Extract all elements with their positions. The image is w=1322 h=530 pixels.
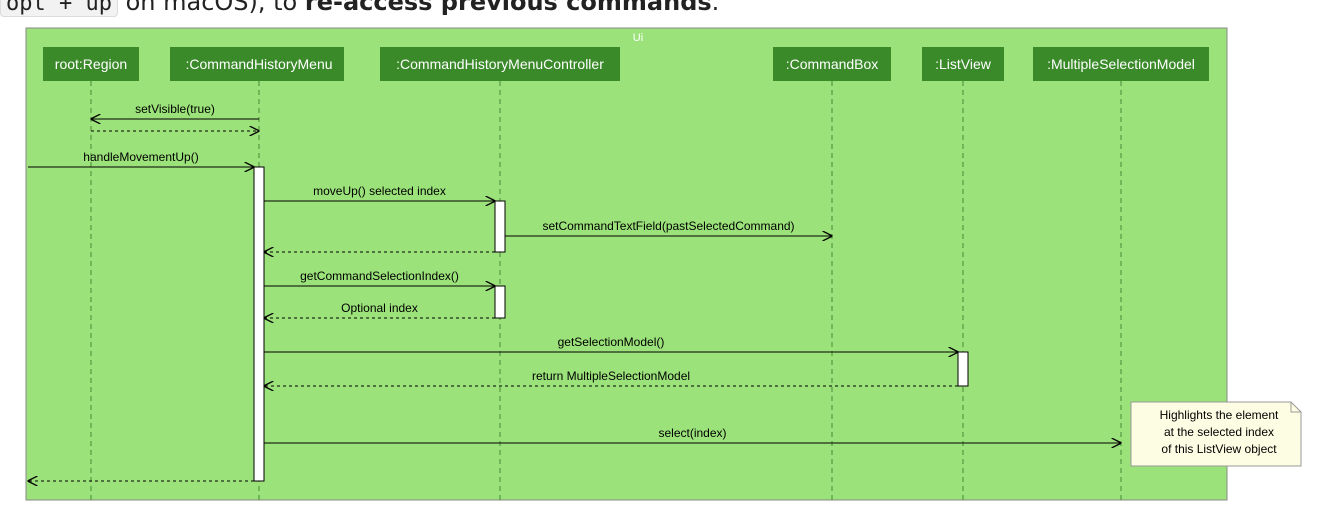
message-label: setCommandTextField(pastSelectedCommand) (542, 219, 794, 233)
activation-bar-listview (957, 351, 969, 387)
note-line: at the selected index (1164, 425, 1274, 439)
participant-box (380, 47, 620, 81)
activation-bar-controller (494, 285, 506, 319)
message-label: handleMovementUp() (83, 150, 198, 164)
message-11: select(index) (264, 426, 1121, 443)
message-7: getCommandSelectionIndex() (264, 269, 495, 286)
intro-text-middle: on macOS), to (117, 0, 305, 16)
intro-text-emphasis: re-access previous commands (304, 0, 712, 16)
note-box (1130, 401, 1302, 467)
participant-box (773, 47, 891, 81)
message-4: moveUp() selected index (264, 184, 495, 201)
keyboard-shortcut-chip: opt + up (0, 0, 118, 17)
message-label: getSelectionModel() (558, 335, 665, 349)
participant-box (170, 47, 344, 81)
message-9: getSelectionModel() (264, 335, 958, 352)
participant-label: :CommandBox (786, 56, 879, 72)
participant-label: :ListView (935, 56, 992, 72)
participant-selmodel: :MultipleSelectionModel (1033, 47, 1209, 81)
message-10: return MultipleSelectionModel (264, 369, 958, 386)
message-8: Optional index (264, 301, 495, 318)
message-label: moveUp() selected index (313, 184, 446, 198)
participant-menu: :CommandHistoryMenu (170, 47, 344, 81)
participant-controller: :CommandHistoryMenuController (380, 47, 620, 81)
participant-commandbox: :CommandBox (773, 47, 891, 81)
activation-bar-controller (494, 200, 506, 253)
messages: setVisible(true) handleMovementUp() moveUp… (28, 102, 1121, 481)
message-3: handleMovementUp() (28, 150, 254, 167)
intro-text-line: opt + up on macOS), to re-access previou… (0, 0, 1322, 22)
ui-frame (25, 27, 1228, 501)
intro-text-end: . (711, 0, 720, 16)
frame-title: Ui (633, 32, 643, 44)
activation-bar-menu (253, 166, 265, 482)
participant-box (1033, 47, 1209, 81)
note-fold (1290, 402, 1301, 413)
message-label: Optional index (341, 301, 418, 315)
message-5: setCommandTextField(pastSelectedCommand) (505, 219, 832, 236)
note-line: Highlights the element (1160, 408, 1279, 422)
participant-heads: root:Region :CommandHistoryMenu :CommandHi… (43, 47, 1209, 81)
participant-listview: :ListView (922, 47, 1004, 81)
participant-label: :CommandHistoryMenu (185, 56, 332, 72)
participant-box (43, 47, 139, 81)
participant-box (922, 47, 1004, 81)
message-label: select(index) (658, 426, 726, 440)
participant-label: root:Region (55, 56, 127, 72)
message-label: setVisible(true) (135, 102, 215, 116)
participant-label: :MultipleSelectionModel (1047, 56, 1195, 72)
message-label: getCommandSelectionIndex() (300, 269, 459, 283)
participant-region: root:Region (43, 47, 139, 81)
activation-bars (253, 166, 969, 482)
note: Highlights the element at the selected in… (1130, 401, 1302, 467)
participant-label: :CommandHistoryMenuController (396, 56, 604, 72)
message-label: return MultipleSelectionModel (532, 369, 690, 383)
note-line: of this ListView object (1161, 442, 1277, 456)
message-1: setVisible(true) (91, 102, 259, 119)
